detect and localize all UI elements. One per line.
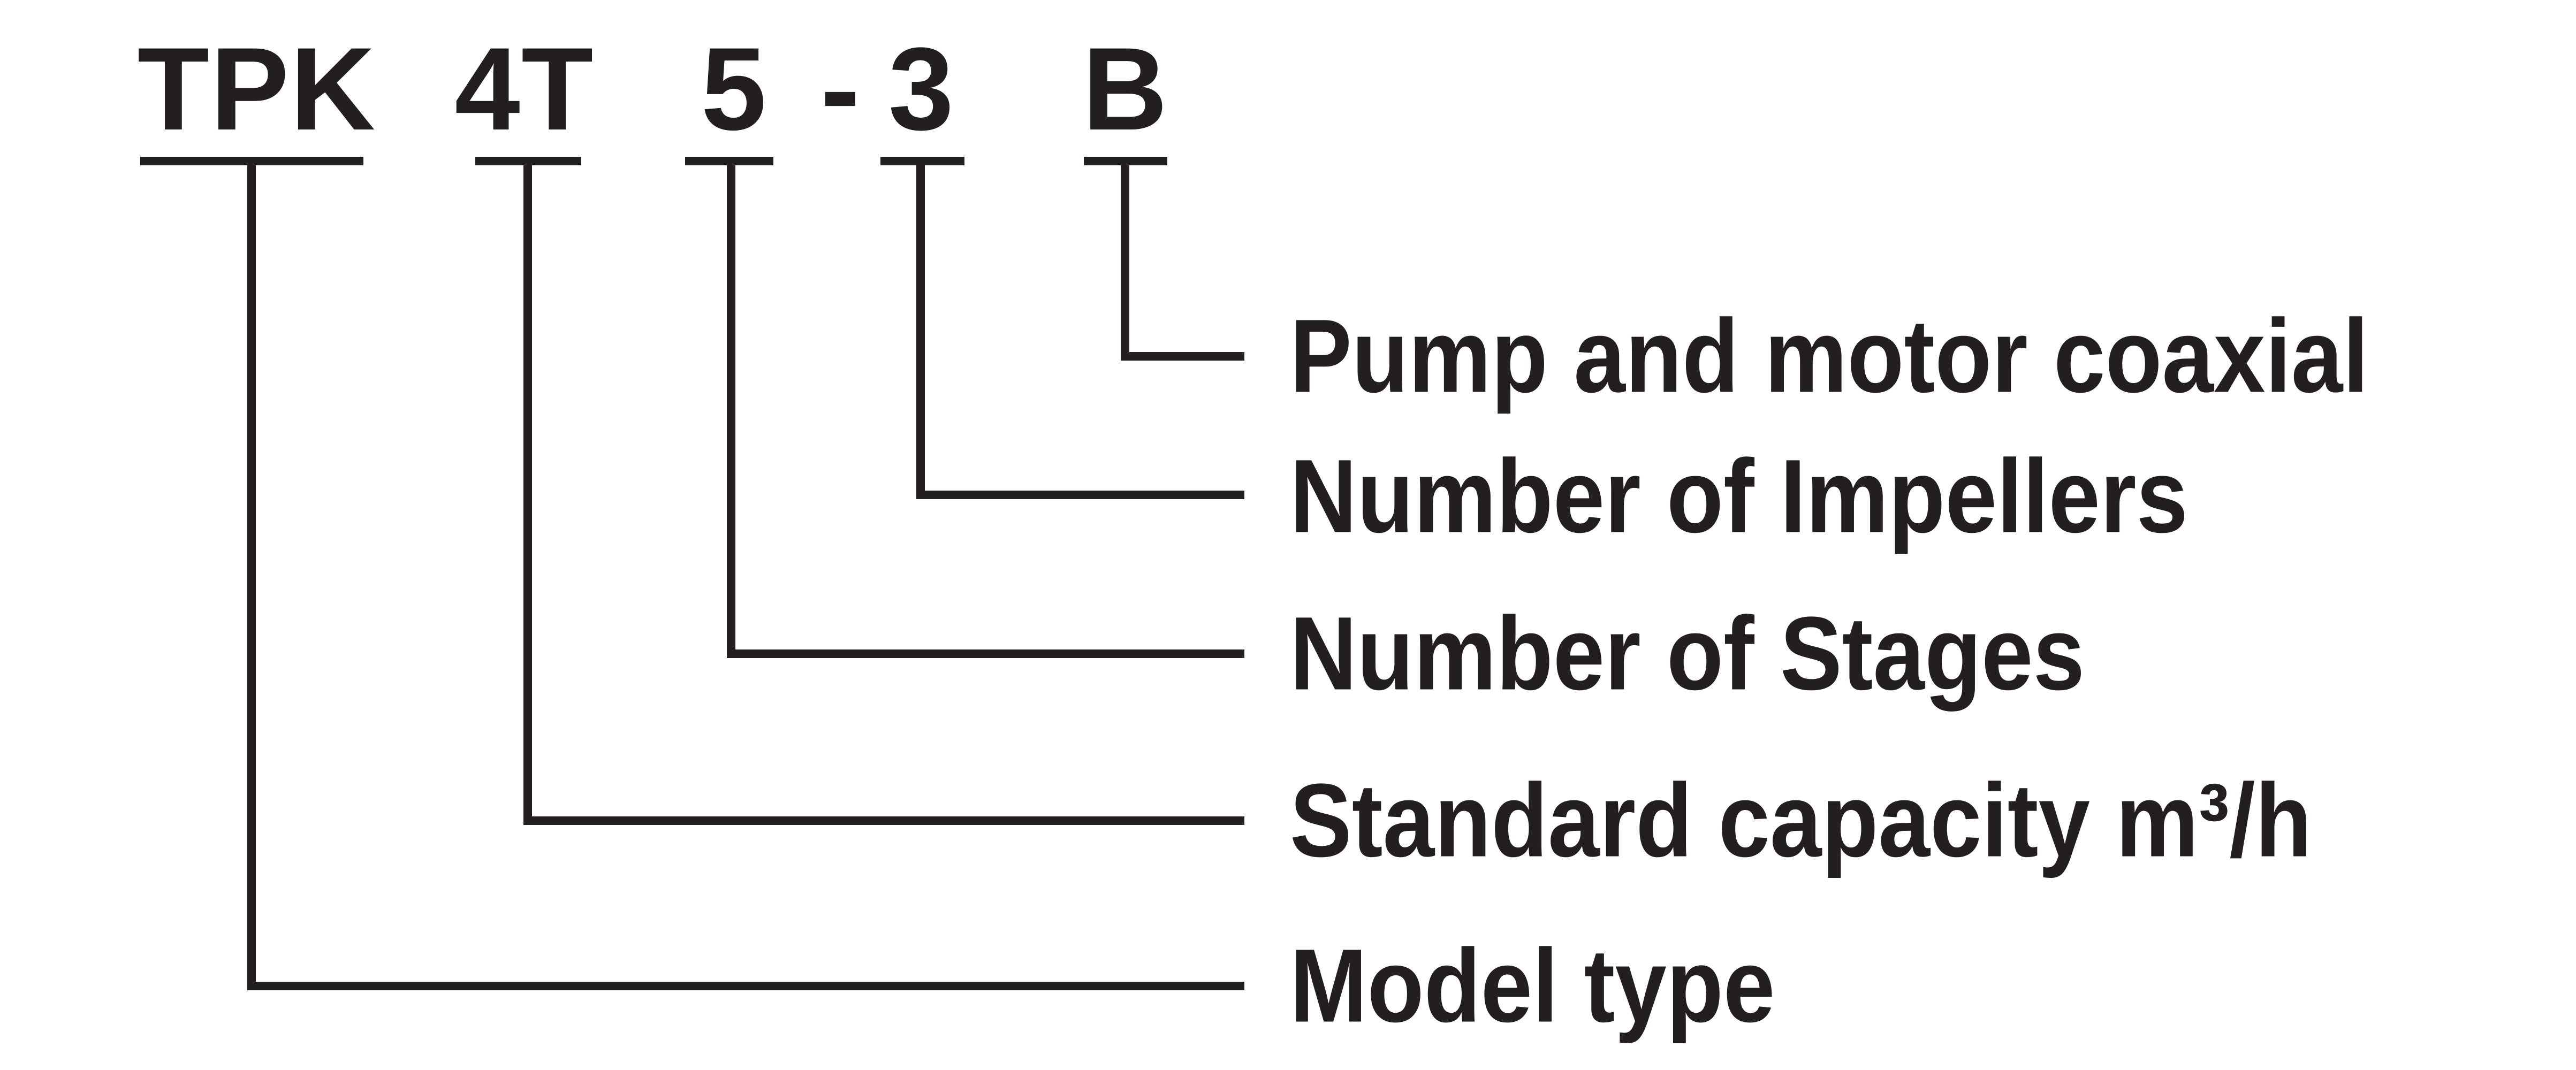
label-number-of-impellers-text: Number of Impellers [1290,438,2189,555]
connector-line-b-to-coaxial [1121,165,1244,361]
label-pump-and-motor-coaxial-text: Pump and motor coaxial [1290,297,2369,415]
label-number-of-stages: Number of Stages [1290,595,2183,712]
code-part-5: 5 [701,23,768,155]
label-standard-capacity: Standard capacity m³/h [1290,762,2438,879]
underline-5 [685,157,773,165]
connector-line-3-to-impellers [916,165,1244,499]
connector-line-5-to-stages [727,165,1244,658]
code-part-4t: 4T [454,23,595,155]
label-standard-capacity-text: Standard capacity m³/h [1290,762,2312,879]
label-number-of-impellers: Number of Impellers [1290,438,2299,555]
label-model-type: Model type [1290,934,1835,1038]
underline-b [1084,157,1167,165]
underline-4t [475,157,581,165]
code-part-tpk: TPK [137,23,377,155]
code-separator-dash: - [820,23,861,155]
code-part-b: B [1082,23,1169,155]
connector-line-4t-to-capacity [523,165,1244,825]
label-number-of-stages-text: Number of Stages [1290,595,2085,712]
label-model-type-text: Model type [1290,927,1775,1044]
label-pump-and-motor-coaxial: Pump and motor coaxial [1290,304,2502,409]
underline-3 [880,157,964,165]
connector-line-tpk-to-model-type [247,165,1244,990]
code-part-3: 3 [888,23,955,155]
underline-tpk [140,157,363,165]
